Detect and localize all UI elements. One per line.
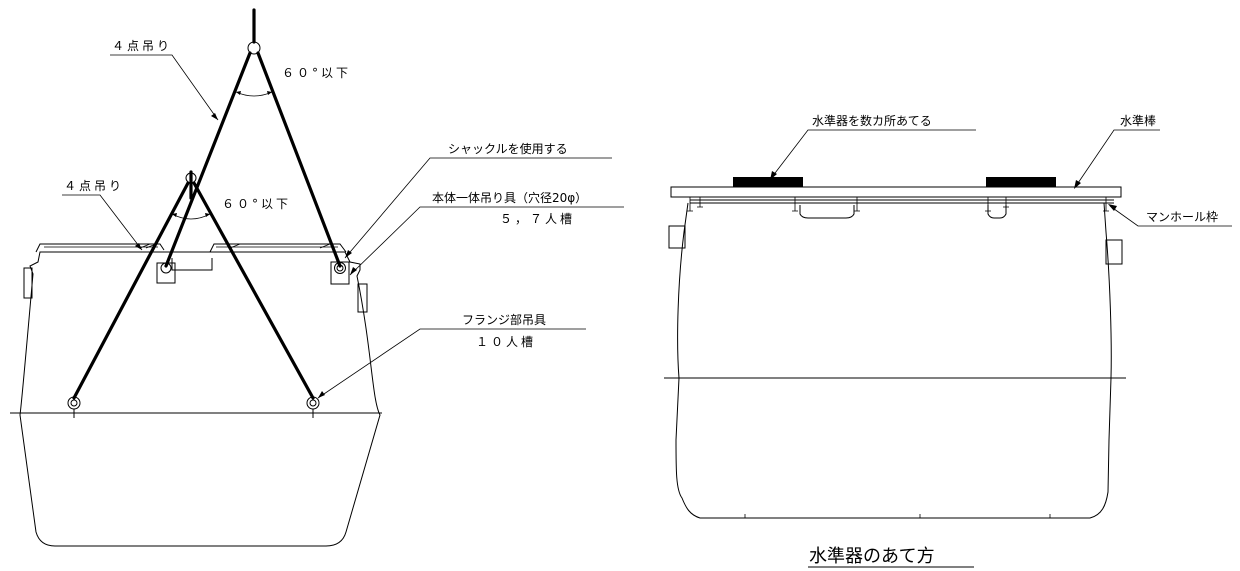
spirit-level-1 bbox=[733, 177, 803, 187]
angle-arc-upper-ticks bbox=[236, 91, 272, 95]
side-nozzle-left bbox=[23, 267, 33, 299]
leader-manhole bbox=[1109, 205, 1232, 227]
label-flange-lift: フランジ部吊具 bbox=[462, 312, 546, 327]
lid-hatch bbox=[139, 243, 331, 249]
tank-body-left bbox=[19, 251, 381, 547]
leader-shackle-arrow bbox=[345, 250, 352, 258]
leader-flange-lift-arrow bbox=[318, 391, 325, 398]
lifting-diagram: ４点吊り ６０°以下 ６０°以下 ４点吊り シャックルを使用する 本体一体吊り具… bbox=[10, 8, 624, 547]
angle-arc-upper bbox=[235, 91, 273, 97]
sling-upper-right bbox=[256, 51, 342, 268]
label-4pt-lower: ４点吊り bbox=[64, 179, 124, 193]
leader-4pt-lower bbox=[62, 194, 143, 251]
tank-lid-left bbox=[35, 243, 347, 253]
leader-body-lift-arrow bbox=[350, 267, 357, 275]
hook-ring-lower bbox=[185, 172, 197, 184]
sling-upper-left bbox=[164, 51, 252, 268]
leader-shackle bbox=[344, 157, 612, 259]
leader-flange-lift bbox=[317, 328, 586, 399]
leader-level-tools bbox=[771, 129, 976, 178]
angle-arc-lower-ticks bbox=[172, 213, 210, 217]
side-nozzle-right bbox=[357, 283, 368, 313]
manhole-recess-2 bbox=[987, 205, 1007, 219]
label-level-tools: 水準器を数カ所あてる bbox=[812, 113, 932, 128]
label-4pt-upper: ４点吊り bbox=[112, 39, 172, 53]
manhole-recess-1 bbox=[799, 205, 855, 219]
leader-level-bar bbox=[1075, 129, 1160, 187]
label-body-lift: 本体一体吊り具（穴径20φ） bbox=[432, 190, 587, 205]
hook-ring-upper bbox=[247, 41, 261, 55]
manhole-frame bbox=[690, 199, 1114, 204]
leader-level-tools-arrow bbox=[770, 171, 777, 180]
leader-4pt-lower-arrow bbox=[135, 243, 142, 250]
leader-manhole-arrow bbox=[1108, 204, 1117, 211]
label-shackle: シャックルを使用する bbox=[448, 141, 568, 156]
level-bar bbox=[670, 186, 1122, 198]
flange-eye-left-inner bbox=[70, 399, 78, 407]
label-angle-upper: ６０°以下 bbox=[282, 66, 351, 80]
leader-4pt-upper-arrow bbox=[211, 113, 218, 120]
sling-lower-left bbox=[72, 181, 190, 400]
leader-4pt-upper bbox=[110, 54, 219, 121]
leader-body-lift bbox=[349, 206, 624, 276]
label-level-bar: 水準棒 bbox=[1120, 113, 1156, 128]
side-nozzle-right-a bbox=[668, 225, 686, 249]
side-nozzle-right-b bbox=[1105, 239, 1123, 265]
spirit-level-2 bbox=[986, 177, 1056, 187]
angle-arc-lower bbox=[171, 213, 211, 220]
flange-eye-right-inner bbox=[309, 399, 317, 407]
level-caption: 水準器のあて方 bbox=[809, 546, 935, 567]
label-angle-lower: ６０°以下 bbox=[222, 197, 291, 211]
tank-body-right bbox=[675, 202, 1112, 519]
label-flange-lift-sub: １０人槽 bbox=[476, 335, 536, 349]
sling-lower-right bbox=[192, 181, 315, 400]
level-diagram: 水準器を数カ所あてる 水準棒 マンホール枠 水準器のあて方 bbox=[664, 113, 1232, 568]
label-manhole: マンホール枠 bbox=[1146, 210, 1218, 224]
leader-level-bar-arrow bbox=[1074, 180, 1081, 189]
label-body-lift-sub: ５，７人槽 bbox=[500, 212, 575, 226]
tank-bottom-notches bbox=[744, 514, 1051, 518]
lug-connector bbox=[171, 258, 213, 271]
frame-clamps bbox=[687, 197, 1109, 212]
